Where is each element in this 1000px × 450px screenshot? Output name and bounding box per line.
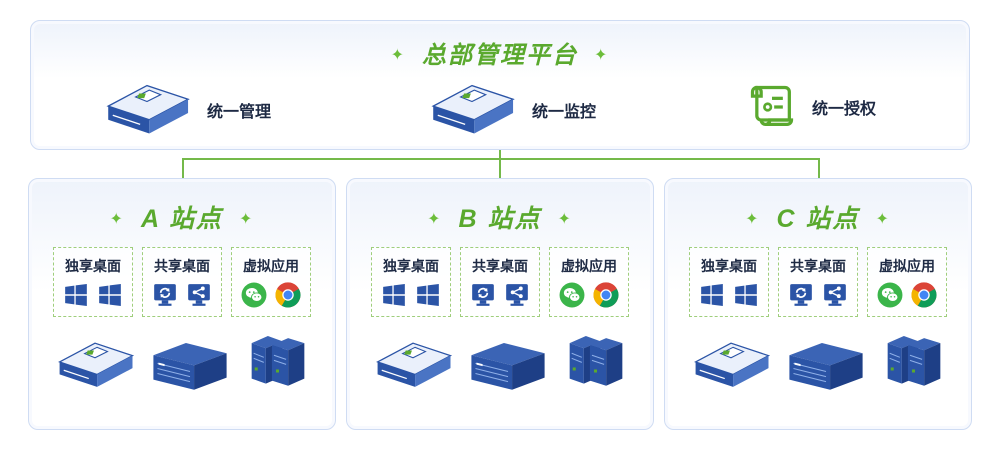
- appliance-icon: [426, 81, 518, 138]
- site-group-box: 独享桌面: [689, 247, 769, 317]
- tower-server-icon: [565, 333, 627, 386]
- site-title-row: ✦ A 站点 ✦: [29, 199, 335, 235]
- sparkle-icon: ✦: [594, 47, 610, 64]
- sparkle-icon: ✦: [427, 211, 443, 228]
- hq-feature-label: 统一授权: [812, 101, 877, 118]
- refresh-monitor-icon: [470, 282, 496, 308]
- site-group-icons: [690, 282, 768, 308]
- windows-icon: [63, 282, 89, 308]
- site-group-label: 共享桌面: [790, 258, 846, 274]
- hq-feature-monitoring: 统一监控: [426, 81, 596, 138]
- site-group-label: 虚拟应用: [561, 258, 617, 274]
- site-group-icons: [779, 282, 857, 308]
- site-title-row: ✦ B 站点 ✦: [347, 199, 653, 235]
- sparkle-icon: ✦: [239, 211, 255, 228]
- share-monitor-icon: [822, 282, 848, 308]
- hq-title-row: ✦ 总部管理平台 ✦: [31, 35, 969, 70]
- site-group-box: 共享桌面: [142, 247, 222, 317]
- site-panel-b: ✦ B 站点 ✦ 独享桌面 共享桌面: [346, 178, 654, 430]
- rack-server-icon: [149, 341, 231, 392]
- wechat-icon: [877, 282, 903, 308]
- windows-icon: [733, 282, 759, 308]
- windows-icon: [97, 282, 123, 308]
- share-monitor-icon: [186, 282, 212, 308]
- site-appliance: [689, 339, 773, 391]
- connector-site-c: [818, 158, 820, 178]
- hq-panel: ✦ 总部管理平台 ✦ 统一管理 统一监控: [30, 20, 970, 150]
- site-group-label: 虚拟应用: [879, 258, 935, 274]
- site-panel-c: ✦ C 站点 ✦ 独享桌面 共享桌面: [664, 178, 972, 430]
- site-group-box: 虚拟应用: [549, 247, 629, 317]
- site-group-label: 独享桌面: [383, 258, 439, 274]
- refresh-monitor-icon: [788, 282, 814, 308]
- site-group-icons: [461, 282, 539, 308]
- license-certificate-icon: [746, 81, 798, 133]
- site-title: B 站点: [458, 205, 542, 233]
- appliance-icon: [101, 81, 193, 138]
- site-group-label: 共享桌面: [472, 258, 528, 274]
- wechat-icon: [559, 282, 585, 308]
- site-group-box: 独享桌面: [371, 247, 451, 317]
- site-tower-server: [565, 333, 627, 386]
- site-group-label: 共享桌面: [154, 258, 210, 274]
- connector-site-a: [182, 158, 184, 178]
- refresh-monitor-icon: [152, 282, 178, 308]
- site-group-box: 独享桌面: [53, 247, 133, 317]
- sparkle-icon: ✦: [390, 47, 406, 64]
- hq-feature-label: 统一监控: [532, 103, 597, 121]
- connector-site-b: [499, 158, 501, 178]
- site-group-icons: [372, 282, 450, 308]
- appliance-icon: [689, 339, 773, 391]
- sparkle-icon: ✦: [875, 211, 891, 228]
- site-group-box: 共享桌面: [460, 247, 540, 317]
- site-group-icons: [54, 282, 132, 308]
- connector-trunk: [499, 150, 501, 160]
- hq-feature-licensing: 统一授权: [746, 81, 876, 133]
- sparkle-icon: ✦: [745, 211, 761, 228]
- rack-server-icon: [785, 341, 867, 392]
- hq-feature-label: 统一管理: [207, 103, 272, 121]
- windows-icon: [381, 282, 407, 308]
- site-title-row: ✦ C 站点 ✦: [665, 199, 971, 235]
- chrome-icon: [911, 282, 937, 308]
- site-tower-server: [883, 333, 945, 386]
- site-panel-a: ✦ A 站点 ✦ 独享桌面 共享桌面: [28, 178, 336, 430]
- hq-feature-management: 统一管理: [101, 81, 271, 138]
- appliance-icon: [53, 339, 137, 391]
- windows-icon: [699, 282, 725, 308]
- site-appliance: [371, 339, 455, 391]
- site-rack-server: [467, 341, 549, 392]
- site-group-box: 共享桌面: [778, 247, 858, 317]
- site-group-label: 独享桌面: [701, 258, 757, 274]
- site-appliance: [53, 339, 137, 391]
- connector-horizontal: [182, 158, 820, 160]
- site-group-icons: [868, 282, 946, 308]
- site-group-box: 虚拟应用: [231, 247, 311, 317]
- chrome-icon: [593, 282, 619, 308]
- site-group-icons: [550, 282, 628, 308]
- windows-icon: [415, 282, 441, 308]
- tower-server-icon: [247, 333, 309, 386]
- sparkle-icon: ✦: [109, 211, 125, 228]
- wechat-icon: [241, 282, 267, 308]
- site-tower-server: [247, 333, 309, 386]
- site-group-label: 虚拟应用: [243, 258, 299, 274]
- rack-server-icon: [467, 341, 549, 392]
- site-rack-server: [149, 341, 231, 392]
- sparkle-icon: ✦: [557, 211, 573, 228]
- share-monitor-icon: [504, 282, 530, 308]
- site-group-icons: [143, 282, 221, 308]
- site-group-icons: [232, 282, 310, 308]
- site-group-box: 虚拟应用: [867, 247, 947, 317]
- site-title: C 站点: [776, 205, 860, 233]
- chrome-icon: [275, 282, 301, 308]
- site-title: A 站点: [140, 205, 224, 233]
- hq-title: 总部管理平台: [422, 42, 578, 69]
- site-rack-server: [785, 341, 867, 392]
- site-group-label: 独享桌面: [65, 258, 121, 274]
- tower-server-icon: [883, 333, 945, 386]
- appliance-icon: [371, 339, 455, 391]
